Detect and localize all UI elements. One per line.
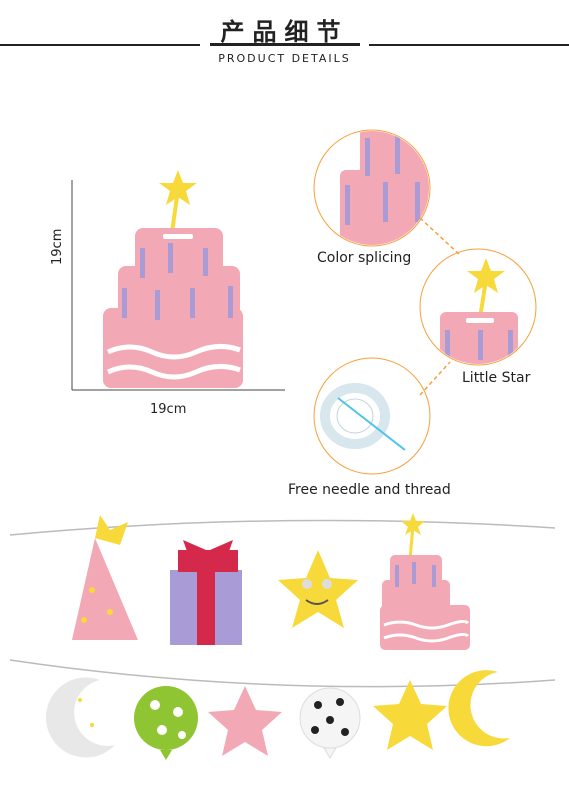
title-divider-left: [0, 44, 200, 46]
connector-2: [419, 361, 451, 396]
connector-1: [419, 217, 461, 256]
title-divider-right: [369, 44, 569, 46]
title-underline: [210, 43, 360, 46]
callout-needle-thread: Free needle and thread: [288, 482, 451, 498]
detail-circle-needle-thread: [313, 357, 431, 475]
gift-box-flag: [170, 540, 242, 645]
bunting-string-top: [9, 519, 556, 536]
detail-circle-color-splicing: [313, 129, 431, 247]
pink-star-balloon-flag: [208, 686, 282, 756]
white-polka-balloon-flag: [299, 687, 361, 759]
bunting-string-bottom: [9, 659, 556, 688]
moon-flag-right: [448, 670, 510, 747]
moon-flag-left: [45, 677, 115, 758]
smiling-star-flag: [278, 550, 358, 628]
green-polka-balloon-flag: [134, 686, 198, 760]
yellow-star-balloon-flag: [373, 680, 447, 750]
callout-little-star: Little Star: [462, 370, 531, 386]
detail-circle-little-star: [419, 248, 537, 366]
page-title: 产品细节: [220, 18, 349, 46]
page-subtitle: PRODUCT DETAILS: [218, 52, 351, 65]
width-label: 19cm: [150, 402, 187, 417]
cake-flag: [380, 513, 470, 650]
cake-main: [103, 170, 243, 388]
callout-color-splicing: Color splicing: [317, 250, 412, 266]
height-label: 19cm: [50, 228, 65, 265]
party-hat-flag: [72, 515, 138, 640]
